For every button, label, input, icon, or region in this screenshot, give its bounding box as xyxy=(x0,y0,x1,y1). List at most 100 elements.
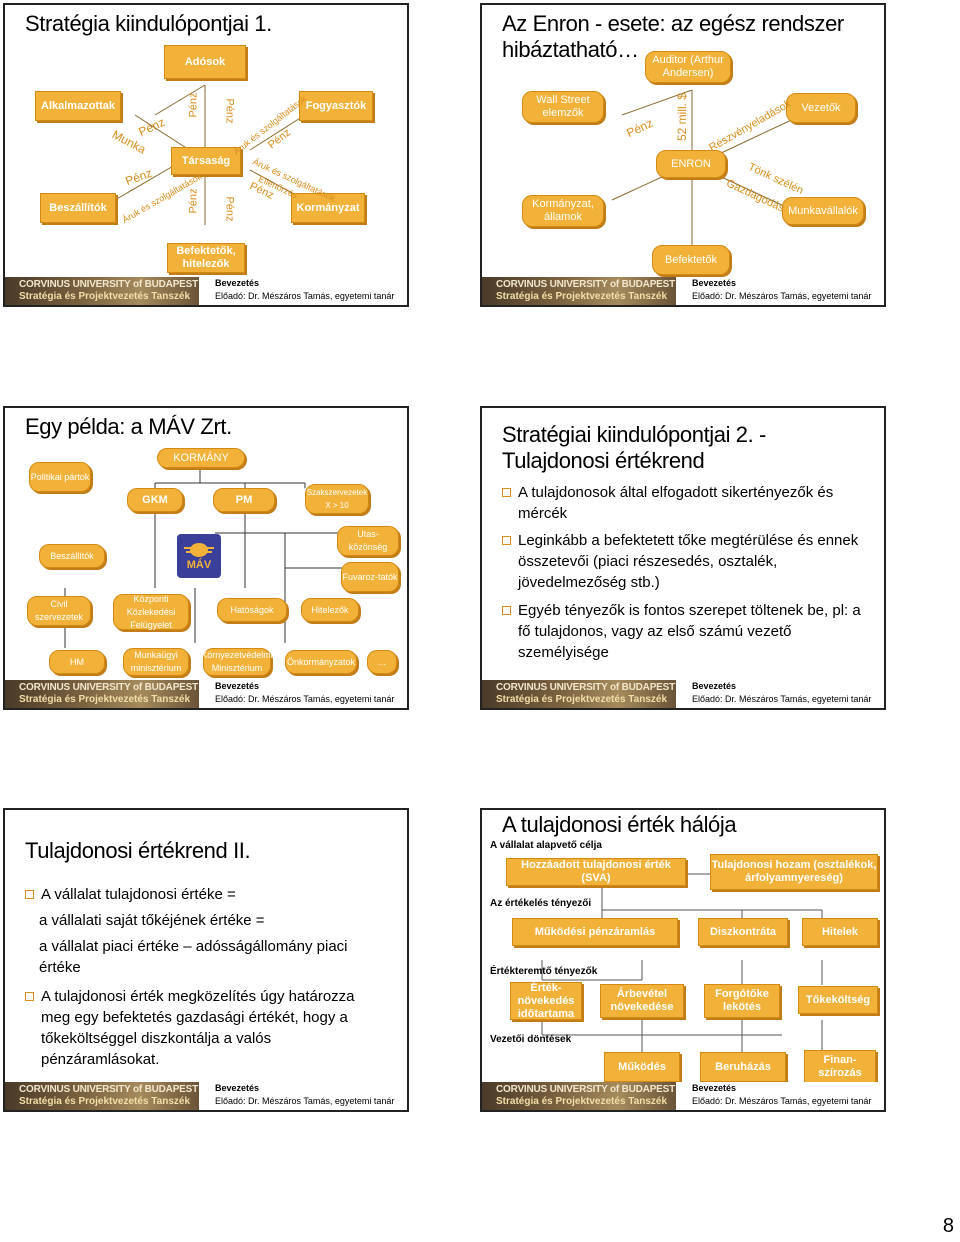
footer-banner: CORVINUS UNIVERSITY of BUDAPEST Stratégi… xyxy=(482,680,676,708)
box-idotartam: Érték-növekedés időtartama xyxy=(510,982,582,1020)
box-befektetok: Befektetők xyxy=(652,245,730,275)
mav-logo: MÁV xyxy=(177,534,221,578)
footer-dept: Stratégia és Projektvezetés Tanszék xyxy=(19,694,191,705)
box-gkm: GKM xyxy=(127,488,183,512)
connector-lines xyxy=(64,468,345,648)
footer-banner: CORVINUS UNIVERSITY of BUDAPEST Stratégi… xyxy=(5,277,199,305)
footer-lecturer: Előadó: Dr. Mészáros Tamás, egyetemi tan… xyxy=(215,1096,395,1106)
slide-title: A tulajdonosi érték hálója xyxy=(502,812,737,837)
bullet-2: Leginkább a befektetett tőke megtérülése… xyxy=(502,530,868,593)
footer-section: Bevezetés xyxy=(215,278,260,288)
footer-dept: Stratégia és Projektvezetés Tanszék xyxy=(496,694,668,705)
bullet-text: A vállalat tulajdonosi értéke = xyxy=(41,886,236,903)
label-ertekeles: Az értékelés tényezői xyxy=(490,898,592,909)
tag-penz: Pénz xyxy=(223,196,236,222)
slide-enron: Az Enron - esete: az egész rendszer hibá… xyxy=(480,3,886,307)
footer-university: CORVINUS UNIVERSITY of BUDAPEST xyxy=(496,279,676,290)
box-adosok: Adósok xyxy=(164,45,246,79)
footer-university: CORVINUS UNIVERSITY of BUDAPEST xyxy=(19,1084,199,1095)
footer-dept: Stratégia és Projektvezetés Tanszék xyxy=(19,1096,191,1107)
bullet-text: Leginkább a befektetett tőke megtérülése… xyxy=(518,532,859,591)
title-line-1: Stratégiai kiindulópontjai 2. - xyxy=(502,422,766,447)
box-hozam: Tulajdonosi hozam (osztalékok, árfolyamn… xyxy=(710,854,878,890)
title-line-1: Az Enron - esete: az egész rendszer xyxy=(502,11,844,36)
slide-title: Stratégia kiindulópontjai 1. xyxy=(25,11,272,36)
label-dontesek: Vezetői döntések xyxy=(490,1034,572,1045)
text-line-2: a vállalati saját tőkéjének értéke = xyxy=(39,912,265,929)
slide-strategiai-2: Stratégiai kiindulópontjai 2. - Tulajdon… xyxy=(480,406,886,710)
slide-footer: CORVINUS UNIVERSITY of BUDAPEST Stratégi… xyxy=(482,1082,884,1110)
box-beszallitok: Beszállítók xyxy=(39,544,105,568)
slide-title: Az Enron - esete: az egész rendszer hibá… xyxy=(502,11,844,63)
bullet-1: A tulajdonosok által elfogadott sikertén… xyxy=(502,482,868,524)
box-onkormanyzatok: Önkormányzatok xyxy=(285,650,357,674)
box-diszkont: Diszkontráta xyxy=(698,918,788,946)
box-befektetok: Befektetők, hitelezők xyxy=(167,243,245,273)
bullet-text: A tulajdonosok által elfogadott sikertén… xyxy=(518,484,834,522)
footer-banner: CORVINUS UNIVERSITY of BUDAPEST Stratégi… xyxy=(5,680,199,708)
box-kozponti: Központi Közlekedési Felügyelet xyxy=(113,594,189,630)
title-line-2: hibáztatható… xyxy=(502,37,639,62)
box-sva: Hozzáadott tulajdonosi érték (SVA) xyxy=(506,858,686,886)
slide-footer: CORVINUS UNIVERSITY of BUDAPEST Stratégi… xyxy=(5,680,407,708)
slide-title: Tulajdonosi értékrend II. xyxy=(25,838,251,863)
box-alkalmazottak: Alkalmazottak xyxy=(35,91,121,121)
bullet-3: Egyéb tényezők is fontos szerepet tölten… xyxy=(502,600,868,663)
bullet-text: Egyéb tényezők is fontos szerepet tölten… xyxy=(518,602,861,661)
title-line-2: Tulajdonosi értékrend xyxy=(502,448,705,473)
bullet-text: A tulajdonosi érték megközelítés úgy hat… xyxy=(41,988,355,1068)
footer-banner: CORVINUS UNIVERSITY of BUDAPEST Stratégi… xyxy=(482,277,676,305)
box-civil: Civil szervezetek xyxy=(27,596,91,626)
footer-lecturer: Előadó: Dr. Mészáros Tamás, egyetemi tan… xyxy=(692,1096,872,1106)
tag-penz: Pénz xyxy=(187,188,200,214)
box-penzaramlas: Működési pénzáramlás xyxy=(512,918,678,946)
box-kormany: KORMÁNY xyxy=(157,448,245,468)
slide-ertek-haloja: A tulajdonosi érték hálója A vállalat al… xyxy=(480,808,886,1112)
label-ertekteremto: Értékteremtő tényezők xyxy=(490,966,598,977)
box-arbevetel: Árbevétel növekedése xyxy=(600,984,684,1018)
bullet-icon xyxy=(25,890,34,899)
box-finanszirozas: Finan-szírozás xyxy=(804,1050,876,1084)
box-hitelezok: Hitelezők xyxy=(301,598,359,622)
footer-section: Bevezetés xyxy=(215,681,260,691)
box-auditor: Auditor (Arthur Andersen) xyxy=(645,51,731,83)
footer-lecturer: Előadó: Dr. Mészáros Tamás, egyetemi tan… xyxy=(692,291,872,301)
box-hm: HM xyxy=(49,650,105,674)
mav-logo-text: MÁV xyxy=(186,559,212,571)
footer-dept: Stratégia és Projektvezetés Tanszék xyxy=(496,291,668,302)
box-beruhazas: Beruházás xyxy=(700,1052,786,1082)
footer-dept: Stratégia és Projektvezetés Tanszék xyxy=(19,291,191,302)
slide-footer: CORVINUS UNIVERSITY of BUDAPEST Stratégi… xyxy=(482,277,884,305)
slide-footer: CORVINUS UNIVERSITY of BUDAPEST Stratégi… xyxy=(482,680,884,708)
box-szakszervezetek: Szakszervezetek X > 10 xyxy=(305,484,369,514)
slide-title: Egy példa: a MÁV Zrt. xyxy=(25,414,232,439)
box-hatosagok: Hatóságok xyxy=(217,598,287,622)
slide-title: Stratégiai kiindulópontjai 2. - Tulajdon… xyxy=(502,422,766,474)
bullet-icon xyxy=(502,536,511,545)
box-kormanyzat: Kormányzat xyxy=(291,193,365,223)
box-kornyezet: Környezetvédelmi Minisztérium xyxy=(201,648,273,676)
bullet-icon xyxy=(502,606,511,615)
bullet-icon xyxy=(502,488,511,497)
box-tokekoltseg: Tőkeköltség xyxy=(798,986,878,1014)
box-fuvaroz: Fuvaroz-tatók xyxy=(341,562,399,592)
box-beszallitok: Beszállítók xyxy=(40,193,116,223)
tag-penz: Pénz xyxy=(223,98,236,124)
box-wallstreet: Wall Street elemzők xyxy=(522,91,604,123)
bullet-icon xyxy=(25,992,34,1001)
footer-dept: Stratégia és Projektvezetés Tanszék xyxy=(496,1096,668,1107)
box-utas: Utas-közönség xyxy=(337,526,399,556)
footer-lecturer: Előadó: Dr. Mészáros Tamás, egyetemi tan… xyxy=(215,694,395,704)
label-cel: A vállalat alapvető célja xyxy=(490,840,602,851)
box-vezetok: Vezetők xyxy=(786,93,856,123)
box-munkaugyi: Munkaügyi minisztérium xyxy=(123,648,189,676)
slide-mav: Egy példa: a MÁV Zrt. KORMÁNY Politikai … xyxy=(3,406,409,710)
footer-section: Bevezetés xyxy=(215,1083,260,1093)
tag-mill: 52 mill. $ xyxy=(675,92,690,142)
slide-strategia-1: Stratégia kiindulópontjai 1. Adósok Alka… xyxy=(3,3,409,307)
tag-penz: Pénz xyxy=(187,92,200,118)
footer-university: CORVINUS UNIVERSITY of BUDAPEST xyxy=(19,682,199,693)
box-enron: ENRON xyxy=(656,150,726,178)
box-munkavallalok: Munkavállalók xyxy=(782,197,864,225)
footer-university: CORVINUS UNIVERSITY of BUDAPEST xyxy=(19,279,199,290)
